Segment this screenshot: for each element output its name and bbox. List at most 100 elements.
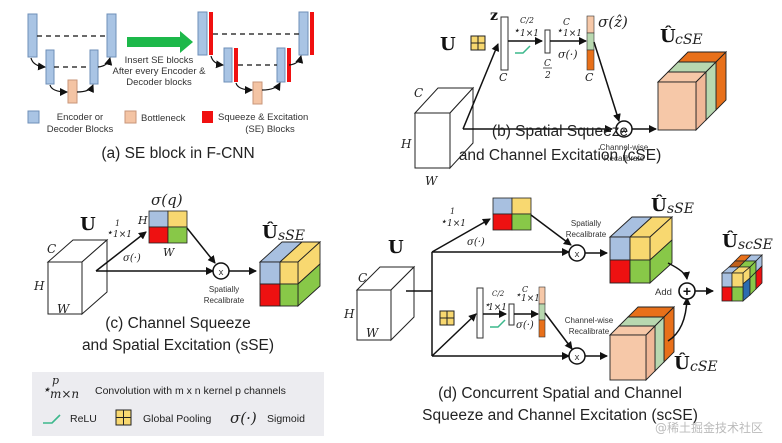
sigma-z-vector [538,286,546,338]
out-cse-label: Û [674,351,690,374]
caption-b-2: and Channel Excitation (cSE) [459,147,661,164]
dim-h: H [343,307,355,321]
dim-c: C [358,271,367,285]
insert-text-1: Insert SE blocks [125,55,194,66]
recal-label-2: Recalibrate [204,296,245,305]
input-cube [413,86,475,170]
unet-before [27,13,117,104]
sigma-z-vector [586,15,595,71]
relu-icon [43,414,61,424]
conv2-star: ⋆ [515,290,521,301]
insert-arrow-icon [127,31,193,53]
legend-sigmoid-symbol: σ(·) [230,409,257,427]
output-cube-sse [258,240,322,308]
down-arrow [210,55,224,69]
relu-icon [515,45,531,54]
legend-se-swatch [202,111,213,123]
dim-w: W [425,174,439,188]
legend-pool-text: Global Pooling [143,413,211,425]
caption-b-1: (b) Spatial Squeeze [492,123,628,140]
map-dim-h: H [137,214,148,227]
reduced-vector [544,29,551,54]
legend-background [32,372,324,436]
conv-s-sup: 1 [450,207,455,216]
encoder-block [45,49,55,85]
conv1-sup: C/2 [520,16,534,25]
multiply-symbol: x [575,352,580,363]
recal-c-label-1: Channel-wise [565,316,614,325]
se-block [310,12,314,55]
encoder-block [223,47,233,83]
panel-c: U C H W ⋆ 1 1×1 σ(·) σ(q) H W x Spatiall… [33,191,322,354]
conv1-star: ⋆ [513,24,520,37]
legend-conv-text: Convolution with m x n kernel p channels [95,385,286,397]
caption-c-1: (c) Channel Squeeze [105,315,251,332]
panel-a: Insert SE blocks After every Encoder & D… [27,11,314,162]
out-scse-sub: scSE [738,237,773,253]
legend-se-label-1: Squeeze & Excitation [218,112,308,123]
sigma-q-label: σ(q) [151,191,183,209]
input-cube [355,265,416,342]
recal-c-label-2: Recalibrate [569,327,610,336]
multiply-symbol: x [622,125,627,136]
panel-d: U C H W ⋆ 1 1×1 σ(·) x Spatially Recalib… [343,193,773,424]
conv2-sup: C [522,285,528,294]
up-arrow [261,82,281,92]
excite-arrow-channel [544,312,573,350]
z-vector [500,16,509,71]
dim-w: W [57,302,71,316]
conv-arrow [95,231,147,272]
spatial-map [492,197,532,231]
pool-arrow [462,43,500,130]
conv1-sub: 1×1 [488,303,507,313]
output-cube-scse [720,254,763,302]
se-block [209,12,213,55]
caption-c-2: and Spatial Excitation (sSE) [82,337,274,354]
sigma-z-label: σ(ẑ) [598,13,628,31]
out-sse-sub: sSE [667,201,694,217]
up-arrow [76,84,94,94]
out-scse-label: Û [722,229,738,252]
conv1-sup: C/2 [492,290,505,298]
sigma-fn-top: σ(·) [467,237,485,248]
dim-c: C [414,86,423,100]
legend-relu-text: ReLU [70,413,97,425]
add-symbol: + [683,283,691,299]
up-arrow [97,57,113,68]
merge-arrow-bottom [667,297,691,342]
bottleneck-block [67,79,78,104]
down-arrow [235,82,253,94]
reduced-vector [508,303,515,326]
sigma-fn-bottom: σ(·) [516,320,534,331]
legend-conv-star: ⋆ [42,382,51,398]
global-pooling-icon [439,310,455,326]
recal-s-label-2: Recalibrate [566,230,607,239]
conv-arrow [431,218,491,253]
decoder-block [276,47,286,83]
decoder-block [106,13,117,58]
excite-arrow [186,227,216,264]
sigma-fn: σ(·) [123,253,141,264]
conv-star: ⋆ [106,226,113,239]
multiply-symbol: x [575,249,580,260]
z-label: z [490,8,498,24]
up-arrow [288,55,304,66]
global-pooling-icon [470,35,486,51]
bottleneck-block [252,81,263,105]
legend-encoder-label-2: Decoder Blocks [47,124,114,135]
output-sub: sSE [278,228,305,244]
conv2-sub: 1×1 [563,29,582,39]
legend-bottleneck-swatch [124,110,137,124]
decoder-block [89,49,99,85]
spatial-map [148,210,188,244]
legend-se-label-2: (SE) Blocks [245,124,295,135]
reduced-dim-den: 2 [544,71,551,81]
insert-text-3: Decoder blocks [126,77,192,88]
panel-b: U C H W z C ⋆ C/2 1×1 C 2 ⋆ C 1×1 σ(·) [400,8,728,188]
caption-a: (a) SE block in F-CNN [101,145,254,162]
encoder-block [197,11,208,56]
caption-d-1: (d) Concurrent Spatial and Channel [438,385,682,402]
decoder-block [298,11,309,56]
dim-c: C [47,242,56,256]
